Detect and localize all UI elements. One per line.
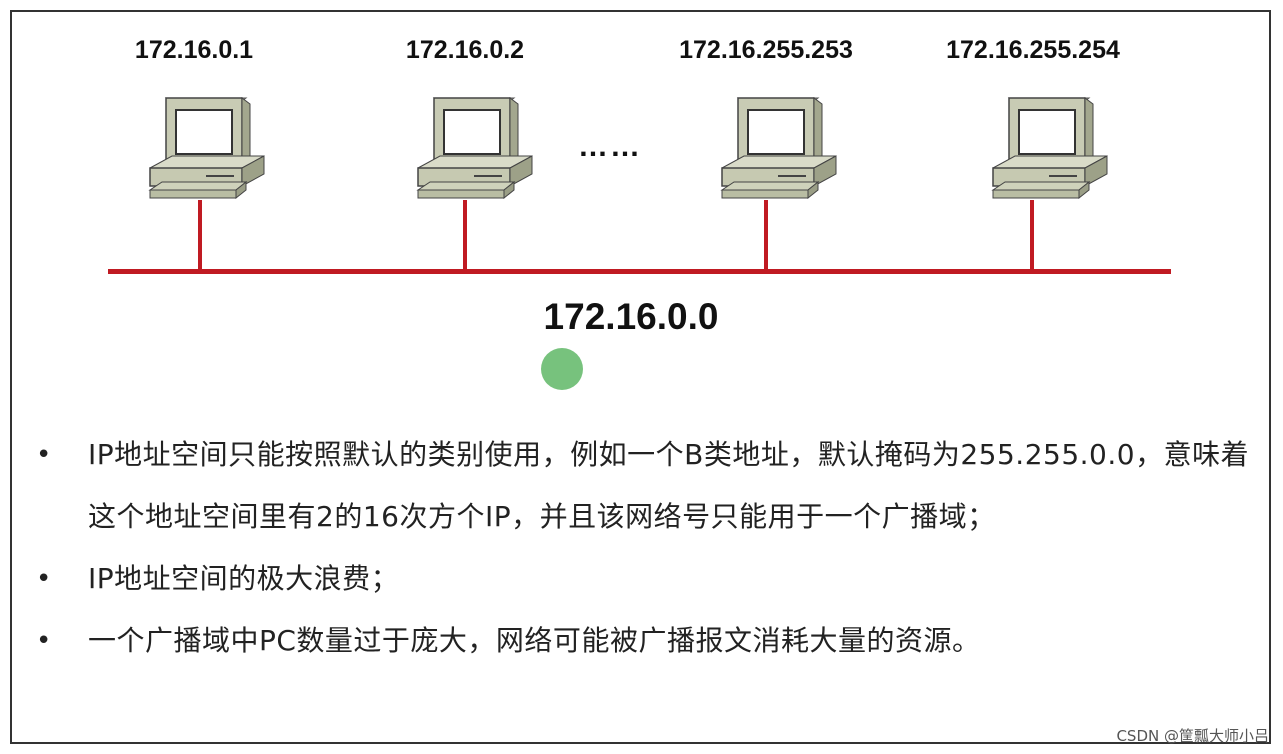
computer-icon <box>718 96 838 202</box>
host-ip-label: 172.16.255.254 <box>946 36 1120 64</box>
bullet-marker: • <box>36 440 52 470</box>
host-link-line <box>764 200 768 272</box>
network-address-label: 172.16.0.0 <box>543 296 719 337</box>
host-link-line <box>1030 200 1034 272</box>
bullet-list: • IP地址空间只能按照默认的类别使用，例如一个B类地址，默认掩码为255.25… <box>30 424 1250 672</box>
bullet-text: IP地址空间的极大浪费； <box>88 562 400 595</box>
host-link-line <box>463 200 467 272</box>
host-link-line <box>198 200 202 272</box>
bullet-marker: • <box>36 626 52 656</box>
cursor-highlight-dot <box>541 348 583 390</box>
bullet-item: • 一个广播域中PC数量过于庞大，网络可能被广播报文消耗大量的资源。 <box>30 610 1250 672</box>
watermark: CSDN @筐瓢大师小吕 <box>1116 727 1269 745</box>
computer-icon <box>989 96 1109 202</box>
host-ip-label: 172.16.255.253 <box>679 36 853 64</box>
computer-icon <box>146 96 266 202</box>
computer-icon <box>414 96 534 202</box>
bullet-text: IP地址空间只能按照默认的类别使用，例如一个B类地址，默认掩码为255.255.… <box>88 438 1250 533</box>
host-ip-label: 172.16.0.1 <box>134 36 254 64</box>
host-ip-label: 172.16.0.2 <box>405 36 525 64</box>
bullet-text: 一个广播域中PC数量过于庞大，网络可能被广播报文消耗大量的资源。 <box>88 624 981 657</box>
network-bus-line <box>108 269 1171 274</box>
more-hosts-ellipsis: …… <box>578 130 642 163</box>
bullet-marker: • <box>36 564 52 594</box>
bullet-item: • IP地址空间的极大浪费； <box>30 548 1250 610</box>
bullet-item: • IP地址空间只能按照默认的类别使用，例如一个B类地址，默认掩码为255.25… <box>30 424 1250 548</box>
